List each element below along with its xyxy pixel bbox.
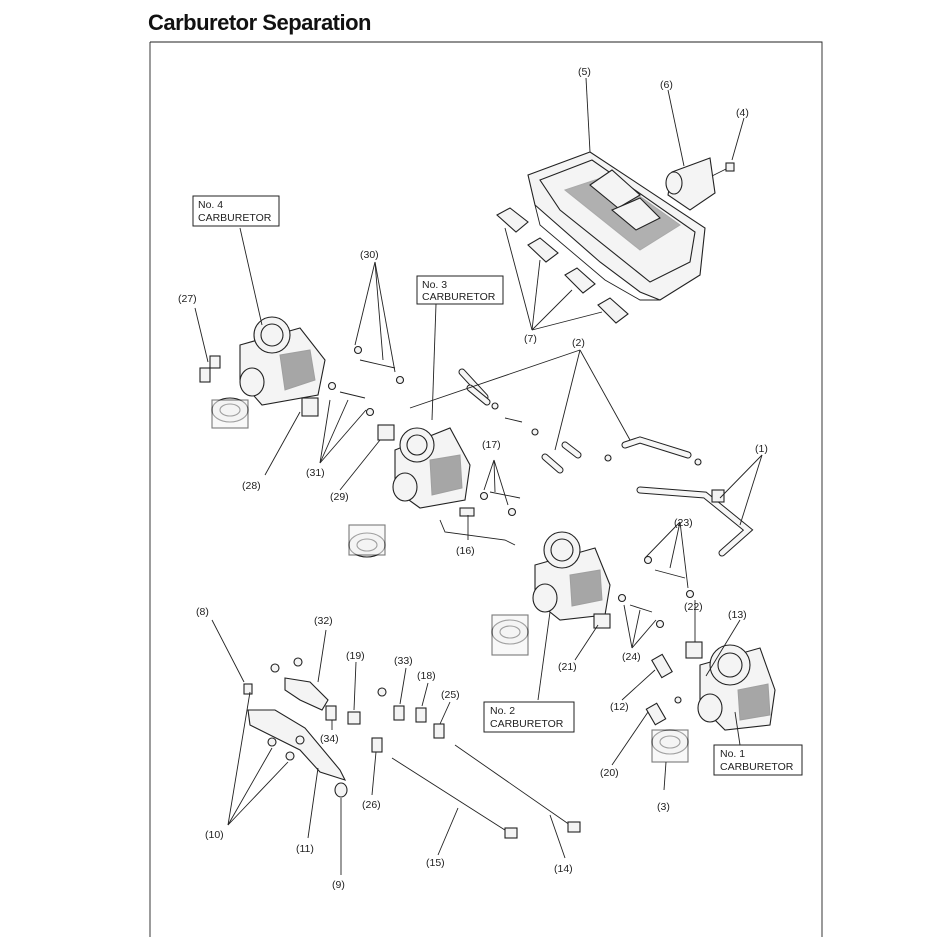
screw [711,162,735,177]
svg-text:No. 3: No. 3 [422,279,447,291]
callout-8: (8) [196,606,209,618]
callout-3: (3) [657,801,670,813]
air-duct [665,157,716,211]
callout-15: (15) [426,857,445,869]
spring-28 [301,397,319,417]
callout-17: (17) [482,439,501,451]
callout-10: (10) [205,829,224,841]
spring-12 [651,653,673,679]
fittings-23 [643,555,695,599]
callout-20: (20) [600,767,619,779]
callout-28: (28) [242,480,261,492]
callout-labels: (1) (2) (3) (4) (5) (6) (7) (8) (9) (10)… [178,66,768,891]
collars [325,687,445,753]
fittings-24 [617,593,665,629]
callout-11: (11) [296,843,314,855]
callout-9: (9) [332,879,345,891]
spring-22 [685,641,703,659]
callout-16: (16) [456,545,475,557]
fittings-30 [353,345,405,385]
hose-1 [636,486,754,557]
callout-34: (34) [320,733,339,745]
callout-23: (23) [674,517,693,529]
carburetor-no3 [392,427,471,509]
leader-lines [194,77,763,875]
svg-text:No. 1: No. 1 [720,748,745,760]
gaskets [496,207,629,324]
collar-9 [334,782,348,798]
callout-12: (12) [610,701,629,713]
hoses-2 [458,368,702,474]
callout-25: (25) [441,689,460,701]
callout-21: (21) [558,661,577,673]
fittings-31 [327,381,375,417]
callout-4: (4) [736,107,749,119]
callout-13: (13) [728,609,747,621]
callout-33: (33) [394,655,413,667]
callout-1: (1) [755,443,768,455]
spring-20 [645,696,682,726]
callout-32: (32) [314,615,333,627]
frame-border [150,41,823,937]
callout-26: (26) [362,799,381,811]
carburetor-no1 [697,644,776,731]
callout-5: (5) [578,66,591,78]
callout-14: (14) [554,863,573,875]
callout-2: (2) [572,337,585,349]
svg-text:No. 2: No. 2 [490,705,515,717]
svg-text:CARBURETOR: CARBURETOR [422,291,496,303]
air-chamber [527,151,706,301]
label-box-no3: No. 3 CARBURETOR [416,275,504,305]
callout-6: (6) [660,79,673,91]
svg-text:No. 4: No. 4 [198,199,223,211]
carburetor-no2 [532,531,611,621]
callout-31: (31) [306,467,325,479]
spring-21 [593,613,611,629]
screw-8 [243,683,253,695]
insulator-no4 [211,397,249,429]
bracket-32 [270,657,329,711]
fuel-pipe-16 [439,507,516,546]
callout-30: (30) [360,249,379,261]
callout-7: (7) [524,333,537,345]
label-box-no2: No. 2 CARBURETOR [483,701,575,733]
svg-text:CARBURETOR: CARBURETOR [198,212,272,224]
insulator-no2 [491,614,529,656]
shaft-15 [391,757,518,839]
callout-18: (18) [417,670,436,682]
insulator-no3 [348,524,386,558]
callout-27: (27) [178,293,197,305]
carburetor-no4 [239,316,326,406]
label-box-no1: No. 1 CARBURETOR [713,744,803,776]
fittings-17 [479,491,521,517]
springs-27 [199,355,221,383]
svg-text:CARBURETOR: CARBURETOR [720,761,794,773]
bracket-11 [247,709,347,781]
callout-24: (24) [622,651,641,663]
svg-text:CARBURETOR: CARBURETOR [490,718,564,730]
callout-19: (19) [346,650,365,662]
insulator-no1 [651,729,689,763]
callout-29: (29) [330,491,349,503]
page-title: Carburetor Separation [148,10,372,35]
callout-22: (22) [684,601,703,613]
shaft-14 [454,744,581,833]
label-box-no4: No. 4 CARBURETOR [192,195,280,227]
spring-29 [377,424,395,441]
